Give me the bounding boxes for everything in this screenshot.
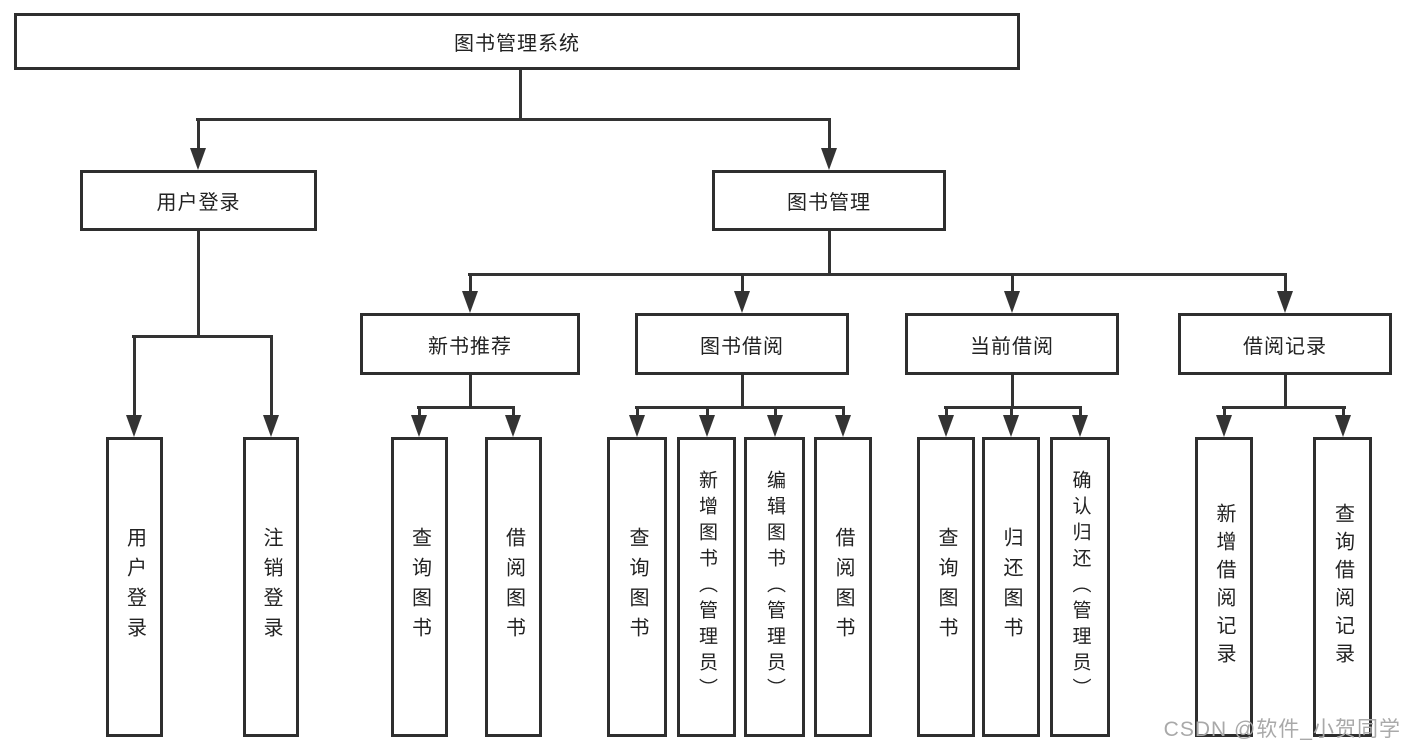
arrow-new-books (462, 291, 478, 313)
connector-new-books-drop (469, 273, 472, 295)
connector-level3-rail (468, 273, 1287, 276)
node-user-login: 用户登录 (80, 170, 317, 231)
node-new-book-recommend-label: 新书推荐 (428, 335, 512, 358)
leaf-query-books-2-label: 查询图书 (626, 527, 648, 647)
connector-borrow-records-stem (1284, 375, 1287, 409)
arrow-leaf-add-book (699, 415, 715, 437)
connector-book-borrow-drop (741, 273, 744, 295)
leaf-user-login-label: 用户登录 (123, 527, 146, 647)
arrow-leaf-logout (263, 415, 279, 437)
connector-leaf-drop (512, 406, 515, 418)
arrow-leaf-query-books-1 (411, 415, 427, 437)
leaf-borrow-books-1-label: 借阅图书 (502, 527, 525, 647)
arrow-borrow-records (1277, 291, 1293, 313)
connector-new-books-stem (469, 375, 472, 409)
arrow-leaf-edit-book (767, 415, 783, 437)
node-book-management-label: 图书管理 (787, 192, 871, 214)
arrow-leaf-return-books (1003, 415, 1019, 437)
connector-leaf-drop (270, 335, 273, 418)
connector-leaf-drop (706, 406, 709, 418)
connector-leaf-drop (418, 406, 421, 418)
node-new-book-recommend: 新书推荐 (360, 313, 580, 375)
connector-level2-rail (196, 118, 831, 121)
leaf-query-books-3: 查询图书 (917, 437, 975, 737)
leaf-user-login: 用户登录 (106, 437, 163, 737)
arrow-leaf-query-books-3 (938, 415, 954, 437)
node-book-management: 图书管理 (712, 170, 946, 231)
node-borrow-records-label: 借阅记录 (1243, 335, 1327, 358)
leaf-confirm-return-admin: 确认归还（管理员） (1050, 437, 1110, 737)
leaf-borrow-books-1: 借阅图书 (485, 437, 542, 737)
leaf-borrow-books-2-label: 借阅图书 (832, 527, 854, 647)
node-book-borrowing-label: 图书借阅 (700, 335, 784, 358)
connector-leaf-drop (1079, 406, 1082, 418)
leaf-query-books-3-label: 查询图书 (935, 527, 957, 647)
leaf-query-borrow-record: 查询借阅记录 (1313, 437, 1372, 737)
leaf-query-books-2: 查询图书 (607, 437, 667, 737)
leaf-return-books-label: 归还图书 (1000, 527, 1022, 647)
connector-book-mgmt-drop (828, 118, 831, 152)
connector-book-mgmt-stem (828, 231, 831, 276)
leaf-logout-label: 注销登录 (260, 527, 282, 647)
connector-user-login-rail (132, 335, 273, 338)
connector-current-borrow-rail (944, 406, 1082, 409)
connector-borrow-records-drop (1284, 273, 1287, 295)
arrow-leaf-add-record (1216, 415, 1232, 437)
node-root: 图书管理系统 (14, 13, 1020, 70)
connector-leaf-drop (636, 406, 639, 418)
connector-current-borrow-stem (1011, 375, 1014, 409)
connector-current-borrow-drop (1011, 273, 1014, 295)
node-current-borrowing-label: 当前借阅 (970, 335, 1054, 358)
node-book-borrowing: 图书借阅 (635, 313, 849, 375)
node-user-login-label: 用户登录 (156, 192, 241, 214)
leaf-edit-book-admin-label: 编辑图书（管理员） (764, 470, 785, 704)
leaf-add-book-admin-label: 新增图书（管理员） (696, 470, 717, 704)
connector-leaf-drop (774, 406, 777, 418)
arrow-current-borrow (1004, 291, 1020, 313)
arrow-book-mgmt (821, 148, 837, 170)
leaf-logout: 注销登录 (243, 437, 299, 737)
arrow-leaf-query-books-2 (629, 415, 645, 437)
arrow-book-borrow (734, 291, 750, 313)
connector-leaf-drop (133, 335, 136, 418)
connector-root-stem (519, 70, 522, 121)
leaf-add-borrow-record: 新增借阅记录 (1195, 437, 1253, 737)
connector-new-books-rail (417, 406, 515, 409)
leaf-edit-book-admin: 编辑图书（管理员） (744, 437, 805, 737)
leaf-add-book-admin: 新增图书（管理员） (677, 437, 736, 737)
connector-borrow-records-rail (1222, 406, 1346, 409)
arrow-leaf-query-record (1335, 415, 1351, 437)
connector-leaf-drop (1010, 406, 1013, 418)
connector-book-borrow-rail (635, 406, 845, 409)
leaf-query-books-1-label: 查询图书 (408, 527, 431, 647)
connector-leaf-drop (1223, 406, 1226, 418)
connector-leaf-drop (945, 406, 948, 418)
connector-user-login-stem (197, 231, 200, 338)
leaf-add-borrow-record-label: 新增借阅记录 (1213, 503, 1235, 671)
leaf-query-books-1: 查询图书 (391, 437, 448, 737)
leaf-borrow-books-2: 借阅图书 (814, 437, 872, 737)
arrow-leaf-borrow-books-1 (505, 415, 521, 437)
arrow-user-login (190, 148, 206, 170)
node-borrow-records: 借阅记录 (1178, 313, 1392, 375)
node-current-borrowing: 当前借阅 (905, 313, 1119, 375)
connector-leaf-drop (842, 406, 845, 418)
arrow-leaf-borrow-books-2 (835, 415, 851, 437)
connector-book-borrow-stem (741, 375, 744, 409)
csdn-watermark: CSDN @软件_小贺同学 (1163, 718, 1401, 741)
connector-leaf-drop (1342, 406, 1345, 418)
leaf-query-borrow-record-label: 查询借阅记录 (1331, 503, 1354, 671)
leaf-confirm-return-admin-label: 确认归还（管理员） (1069, 470, 1091, 704)
arrow-leaf-confirm-return (1072, 415, 1088, 437)
leaf-return-books: 归还图书 (982, 437, 1040, 737)
node-root-label: 图书管理系统 (454, 33, 580, 55)
arrow-leaf-user-login (126, 415, 142, 437)
connector-user-login-drop (197, 118, 200, 152)
